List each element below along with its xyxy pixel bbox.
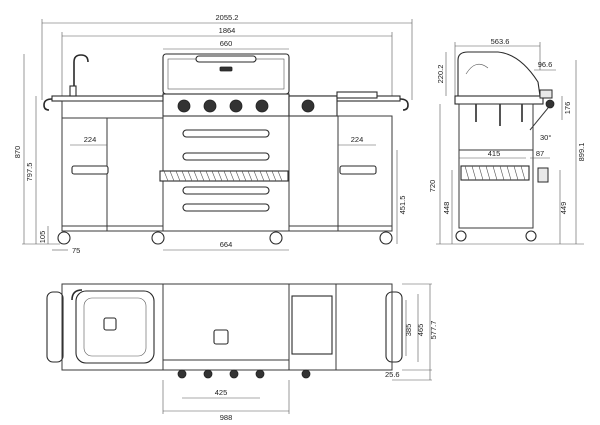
dim-top-depth-1: 385 xyxy=(404,324,413,337)
dim-leg-height: 105 xyxy=(38,231,47,244)
dim-top-depth-2: 465 xyxy=(416,324,425,337)
dim-hood-angle: 30° xyxy=(540,133,551,142)
knob-2-icon xyxy=(203,99,217,113)
top-knob-2-icon xyxy=(203,369,213,379)
brand-plate xyxy=(219,66,233,72)
door-handle-2 xyxy=(182,152,270,161)
dim-basket-width: 415 xyxy=(488,149,501,158)
top-view: 385 465 577.7 25.6 425 988 xyxy=(46,283,438,422)
right-tray xyxy=(339,165,377,175)
side-wheel-2-icon xyxy=(525,230,537,242)
hood-profile xyxy=(457,51,541,97)
wheel-3-icon xyxy=(269,231,283,245)
dim-burner-width: 87 xyxy=(536,149,544,158)
side-tank xyxy=(537,167,549,183)
dim-hood-width: 660 xyxy=(220,39,233,48)
dim-depth: 563.6 xyxy=(491,37,510,46)
top-knob-5-icon xyxy=(301,369,311,379)
dim-burner-offset: 25.6 xyxy=(385,370,400,379)
dim-grill-width: 1864 xyxy=(219,26,236,35)
top-handle-right xyxy=(385,291,403,363)
front-view: 2055.2 1864 660 xyxy=(13,13,413,255)
knob-3-icon xyxy=(229,99,243,113)
side-frame xyxy=(458,103,534,229)
side-view: 563.6 220.2 96.6 176 30° 415 87 xyxy=(428,37,586,245)
side-top xyxy=(454,95,544,105)
side-handle xyxy=(539,89,553,99)
wheel-4-icon xyxy=(379,231,393,245)
wheel-1-icon xyxy=(57,231,71,245)
dim-hood-height: 220.2 xyxy=(436,65,445,84)
door-handle-3 xyxy=(182,186,270,195)
right-cabinet xyxy=(288,115,393,232)
side-wheel-1-icon xyxy=(455,230,467,242)
top-side-burner xyxy=(291,295,333,355)
dim-handle-depth: 96.6 xyxy=(538,60,553,69)
top-handle-left xyxy=(46,291,64,363)
side-knob-icon xyxy=(545,99,555,109)
dim-overall-width: 2055.2 xyxy=(216,13,239,22)
side-burner-lid xyxy=(336,91,378,99)
knob-1-icon xyxy=(177,99,191,113)
left-tray xyxy=(71,165,109,175)
faucet xyxy=(73,54,89,96)
dim-door-height: 451.5 xyxy=(398,196,407,215)
dim-overall-height: 870 xyxy=(13,146,22,159)
side-burner-knob-icon xyxy=(301,99,315,113)
dim-leg-offset: 75 xyxy=(72,246,80,255)
dim-base-width: 664 xyxy=(220,240,233,249)
wheel-2-icon xyxy=(151,231,165,245)
dim-shelf-left: 224 xyxy=(84,135,97,144)
hood-handle xyxy=(195,55,257,63)
knob-4-icon xyxy=(255,99,269,113)
dim-shelf-right: 224 xyxy=(351,135,364,144)
dim-cart-height-left: 448 xyxy=(442,202,451,215)
top-vent xyxy=(213,329,229,345)
dim-knob-spacing: 425 xyxy=(215,388,228,397)
top-knob-3-icon xyxy=(229,369,239,379)
dim-shelf-drop: 176 xyxy=(563,102,572,115)
dim-counter-height: 797.5 xyxy=(25,163,34,182)
dim-side-height: 720 xyxy=(428,180,437,193)
dim-cart-height-right: 449 xyxy=(559,202,568,215)
top-faucet xyxy=(71,289,83,301)
top-knob-4-icon xyxy=(255,369,265,379)
dim-open-height: 899.1 xyxy=(577,143,586,162)
door-handle-1 xyxy=(182,129,270,138)
dim-top-width: 988 xyxy=(220,413,233,422)
dim-top-depth-3: 577.7 xyxy=(429,321,438,340)
top-grill xyxy=(162,283,290,371)
door-handle-4 xyxy=(182,203,270,212)
top-knob-1-icon xyxy=(177,369,187,379)
